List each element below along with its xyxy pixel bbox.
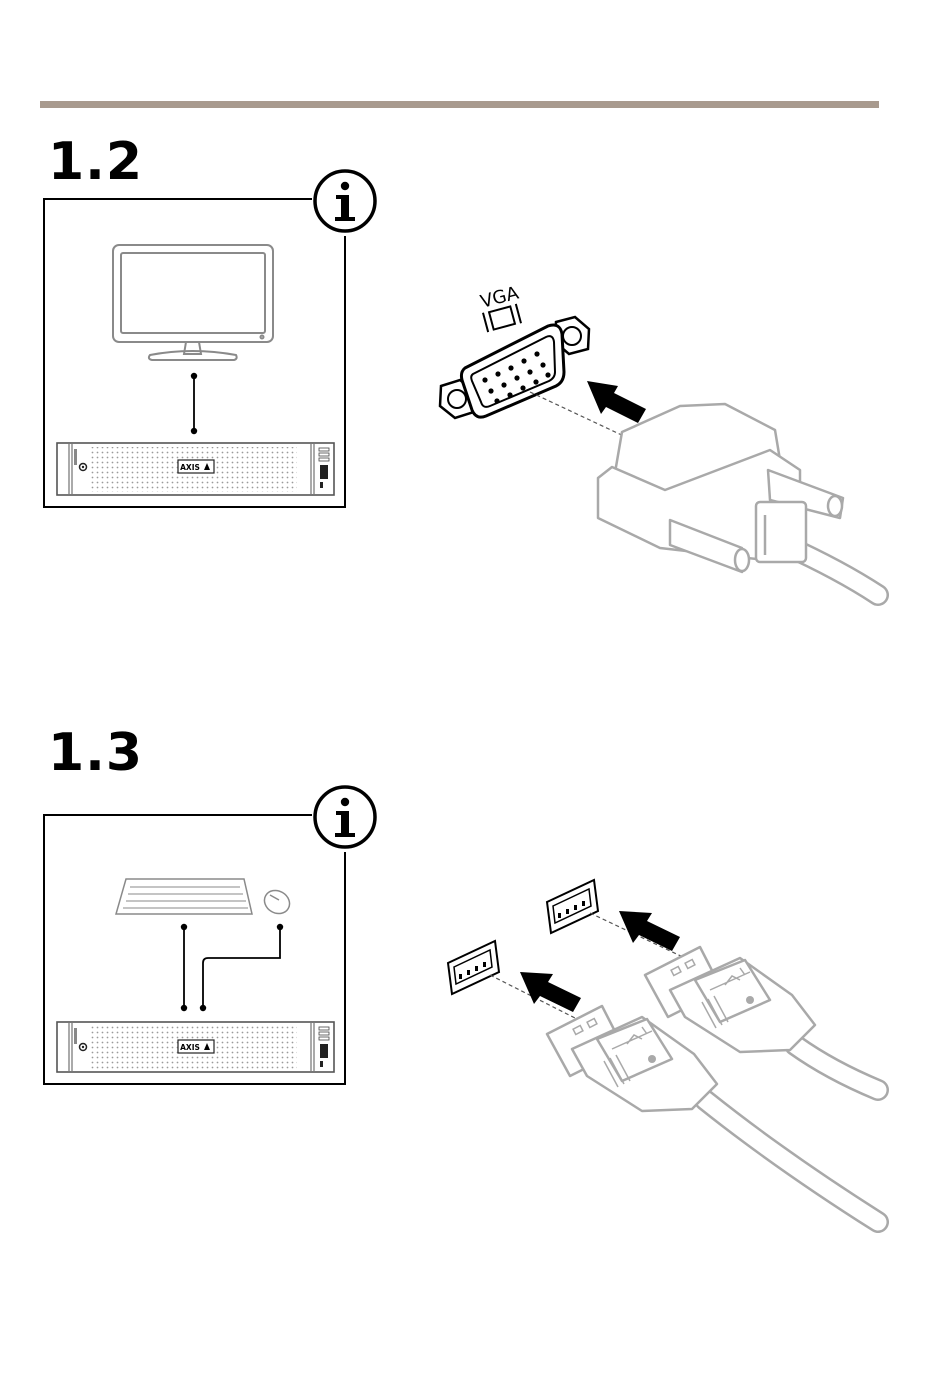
keyboard-icon xyxy=(116,879,252,914)
server-icon: AXIS xyxy=(57,443,334,495)
connection-lines xyxy=(184,927,280,1008)
monitor-icon xyxy=(113,245,273,360)
mouse-icon xyxy=(260,886,294,918)
insert-arrow-icon xyxy=(619,911,680,951)
info-icon xyxy=(315,171,375,231)
vga-cable-plug xyxy=(598,404,878,595)
step-1-3-panel: AXIS xyxy=(44,787,878,1222)
usb-plug-lower xyxy=(547,1006,878,1222)
insert-arrow-icon xyxy=(520,972,581,1012)
usb-port-upper-icon xyxy=(547,880,598,933)
insert-arrow-icon xyxy=(587,381,646,423)
step-1-2-panel: AXIS VGA xyxy=(44,171,878,595)
info-icon xyxy=(315,787,375,847)
connection-line xyxy=(191,373,197,434)
server-icon: AXIS xyxy=(57,1022,334,1072)
server-logo: AXIS xyxy=(180,1043,200,1052)
vga-port-illustration: VGA xyxy=(440,282,589,418)
usb-port-lower-icon xyxy=(448,941,499,994)
server-logo: AXIS xyxy=(180,463,200,472)
